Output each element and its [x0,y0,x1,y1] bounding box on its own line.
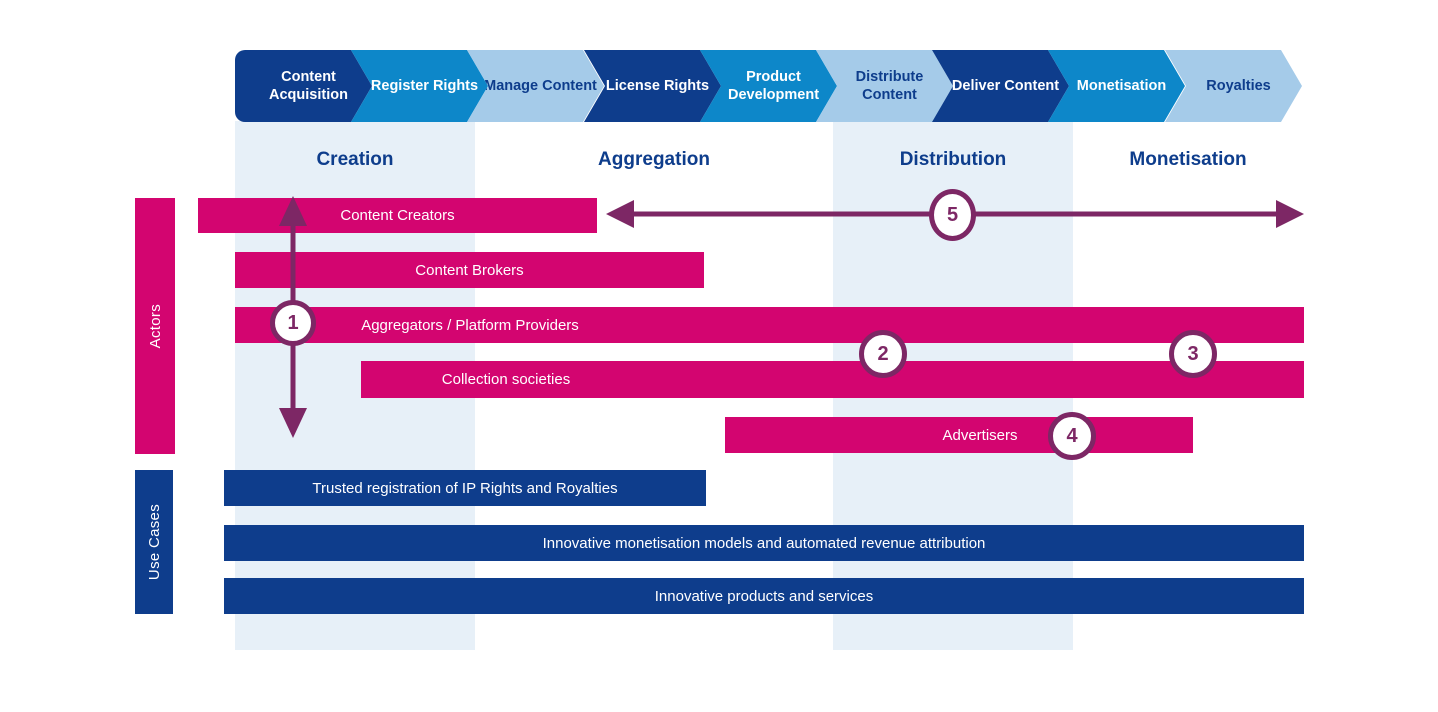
use-cases-lane-text: Use Cases [145,503,163,581]
process-step-label: Monetisation [1076,78,1167,94]
use-case-bar-label: Innovative monetisation models and autom… [542,534,986,552]
marker-circle-5: 5 [929,189,976,241]
actors-lane-text: Actors [146,303,164,349]
use-case-bar-label: Trusted registration of IP Rights and Ro… [312,479,618,497]
actor-bar-label: Advertisers [942,426,1018,444]
process-step-label: Register Rights [370,78,479,94]
use-case-bar-trusted-registration: Trusted registration of IP Rights and Ro… [224,470,706,506]
actor-bar-advertisers: Advertisers [725,417,1193,453]
phase-header-monetisation: Monetisation [1129,149,1247,170]
use-case-bar-innovative-monetisation: Innovative monetisation models and autom… [224,525,1304,561]
arrow-right-icon [1276,200,1304,228]
actor-bar-aggregators-platform-providers: Aggregators / Platform Providers [235,307,1304,343]
process-step-deliver-content: Deliver Content [932,50,1069,122]
use-case-bar-label: Innovative products and services [654,587,874,605]
marker-circle-3: 3 [1169,330,1217,378]
process-step-register-rights: Register Rights [351,50,488,122]
actors-lane-label: Actors [135,198,175,454]
process-step-label: License Rights [605,78,710,94]
process-step-label: Distribute Content [855,69,924,103]
process-step-content-acquisition: Content Acquisition [235,50,372,122]
arrow-left-icon [606,200,634,228]
phase-header-aggregation: Aggregation [598,149,710,170]
process-step-label: Content Acquisition [269,69,348,103]
process-step-label: Manage Content [484,78,597,94]
marker-circle-1: 1 [270,300,316,346]
process-step-manage-content: Manage Content [467,50,604,122]
actor-bar-label: Content Creators [340,207,455,224]
actor-bar-label: Content Brokers [415,261,524,279]
process-step-label: Royalties [1206,78,1271,94]
process-step-label: Product Development [727,69,820,103]
phase-header-creation: Creation [316,149,394,170]
process-step-label: Deliver Content [951,78,1060,94]
process-step-license-rights: License Rights [584,50,721,122]
process-step-distribute-content: Distribute Content [816,50,953,122]
actor-bar-content-creators: Content Creators [198,198,597,233]
process-step-product-development: Product Development [700,50,837,122]
use-cases-lane-label: Use Cases [135,470,173,614]
process-step-monetisation: Monetisation [1048,50,1185,122]
phase-header-distribution: Distribution [899,149,1007,170]
marker-circle-2: 2 [859,330,907,378]
actor-bar-content-brokers: Content Brokers [235,252,704,288]
marker-circle-4: 4 [1048,412,1096,460]
actor-bar-collection-societies: Collection societies [361,361,1304,398]
process-step-royalties: Royalties [1165,50,1302,122]
use-case-bar-innovative-products: Innovative products and services [224,578,1304,614]
actor-bar-label: Collection societies [441,371,571,388]
actor-bar-label: Aggregators / Platform Providers [361,316,579,334]
